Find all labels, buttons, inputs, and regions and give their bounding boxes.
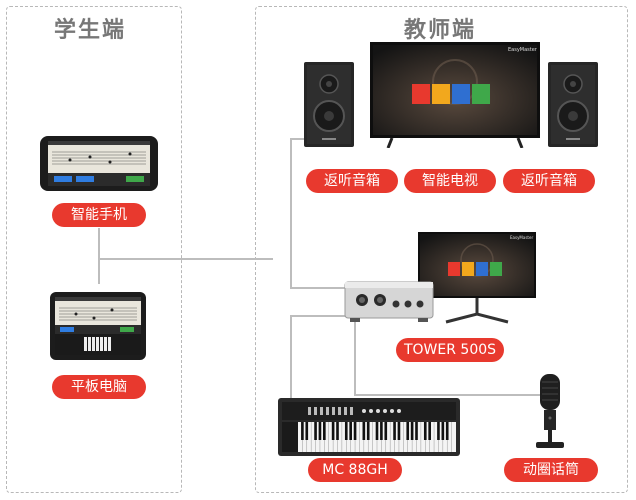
keyboard-label: MC 88GH bbox=[308, 458, 402, 482]
smartphone-label: 智能手机 bbox=[52, 203, 146, 227]
wire-keyboard-top bbox=[290, 315, 356, 317]
audio-interface bbox=[344, 278, 434, 324]
speaker-left-label: 返听音箱 bbox=[306, 169, 398, 193]
monitor-brand-text: EasyMaster bbox=[510, 235, 534, 240]
wire-interface-down bbox=[354, 315, 356, 395]
wire-to-mic bbox=[354, 394, 544, 396]
speaker-left bbox=[304, 62, 354, 147]
student-panel-title: 学生端 bbox=[54, 18, 127, 43]
audio-interface-label: TOWER 500S bbox=[396, 338, 504, 362]
tablet-label: 平板电脑 bbox=[52, 375, 146, 399]
speaker-right bbox=[548, 62, 598, 147]
student-panel bbox=[6, 6, 182, 493]
wire-student-to-teacher bbox=[98, 258, 273, 260]
microphone bbox=[530, 372, 570, 452]
teacher-panel-title: 教师端 bbox=[404, 18, 477, 43]
monitor: EasyMaster bbox=[418, 232, 536, 324]
wire-speaker-top bbox=[290, 138, 304, 140]
midi-keyboard bbox=[278, 398, 460, 456]
tablet bbox=[50, 292, 146, 360]
teacher-panel bbox=[255, 6, 628, 493]
speaker-right-label: 返听音箱 bbox=[503, 169, 595, 193]
wire-to-interface bbox=[290, 287, 346, 289]
smart-tv-label: 智能电视 bbox=[404, 169, 496, 193]
wire-speaker-vertical bbox=[290, 138, 292, 288]
smart-tv: EasyMaster bbox=[370, 42, 540, 148]
smartphone bbox=[40, 136, 158, 191]
wire-phone-tablet-vertical bbox=[98, 228, 100, 284]
microphone-label: 动圈话筒 bbox=[504, 458, 598, 482]
tv-brand-text: EasyMaster bbox=[508, 47, 537, 53]
wire-keyboard-vertical bbox=[290, 315, 292, 399]
